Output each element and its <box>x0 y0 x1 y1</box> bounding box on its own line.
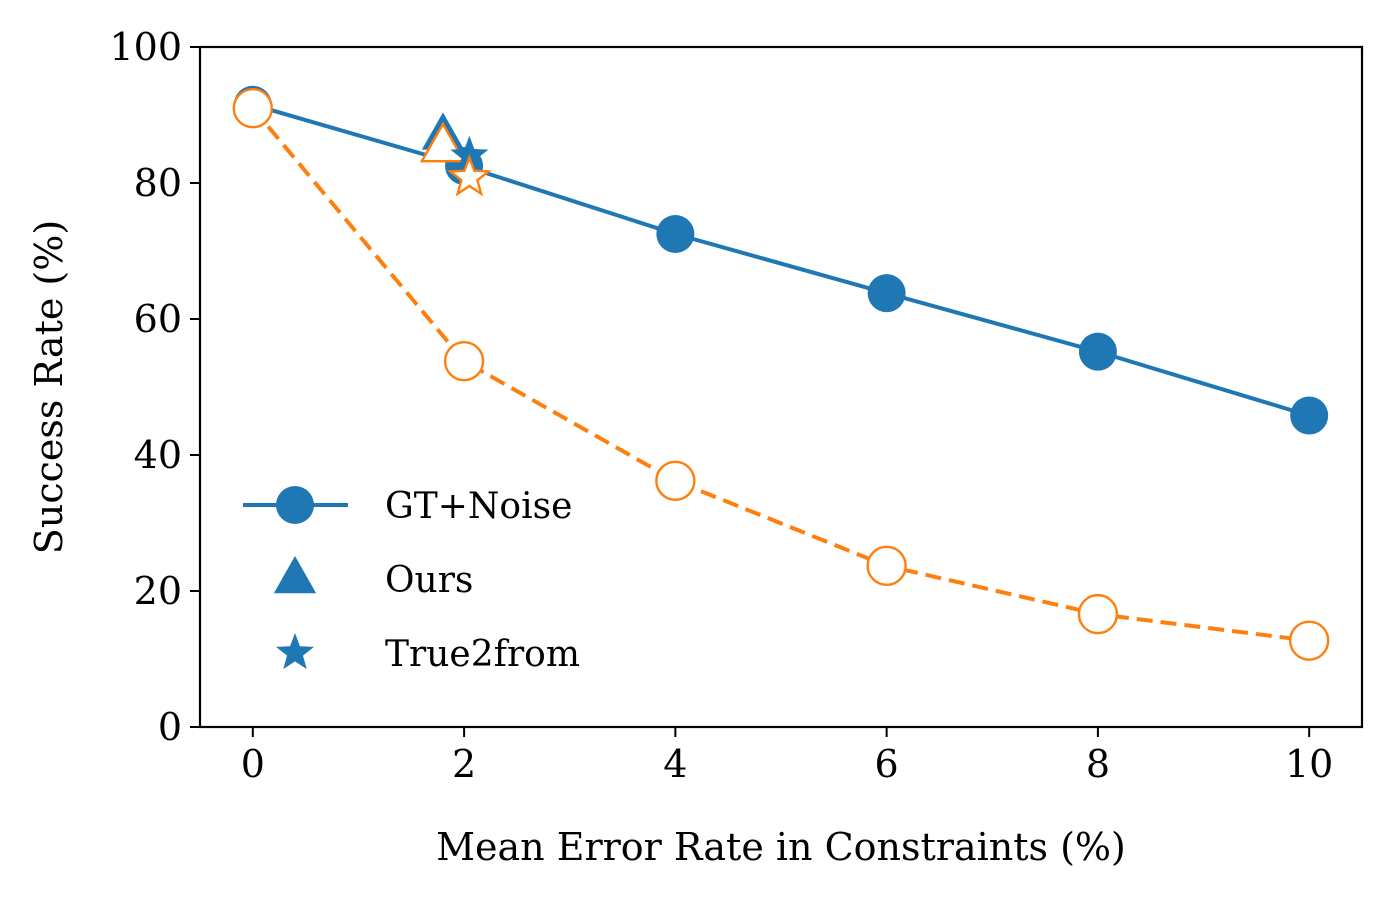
data-point-0-2 <box>656 215 695 253</box>
data-point-5-0 <box>447 154 492 197</box>
data-point-0-3 <box>867 274 906 313</box>
data-point-1-4 <box>1077 593 1119 635</box>
data-point-1-2 <box>655 460 696 502</box>
y-axis-label: Success Rate (%) <box>27 220 71 554</box>
plot-frame <box>198 45 1364 729</box>
x-tick-label: 6 <box>875 742 899 786</box>
y-tick-label: 0 <box>158 705 182 749</box>
legend-marker-2 <box>275 633 315 670</box>
y-tick-label: 100 <box>109 25 182 69</box>
y-tick-label: 80 <box>134 161 182 205</box>
x-axis-label: Mean Error Rate in Constraints (%) <box>436 825 1126 869</box>
data-point-1-3 <box>866 545 907 587</box>
data-point-0-5 <box>1290 396 1329 435</box>
x-tick-label: 10 <box>1285 742 1333 786</box>
x-tick-label: 8 <box>1086 742 1110 786</box>
data-point-1-0 <box>232 87 274 129</box>
series-group <box>232 85 1330 661</box>
axes-group <box>190 45 1364 737</box>
series-line-1 <box>251 106 1310 643</box>
data-point-0-4 <box>1078 332 1117 371</box>
series-line-0 <box>252 102 1310 418</box>
y-tick-label: 40 <box>134 433 182 477</box>
data-point-1-5 <box>1288 620 1330 661</box>
data-point-1-1 <box>443 340 485 382</box>
legend-label-2: True2from <box>385 634 580 675</box>
x-tick-label: 4 <box>663 742 687 786</box>
legend-marker-1 <box>273 556 317 594</box>
x-tick-label: 2 <box>452 742 476 786</box>
legend-label-0: GT+Noise <box>385 486 572 527</box>
y-tick-label: 60 <box>134 297 182 341</box>
y-tick-label: 20 <box>134 569 182 613</box>
legend-label-1: Ours <box>385 560 473 601</box>
data-point-4-0 <box>450 135 489 172</box>
legend-marker-0 <box>276 486 314 524</box>
x-tick-label: 0 <box>241 742 265 786</box>
